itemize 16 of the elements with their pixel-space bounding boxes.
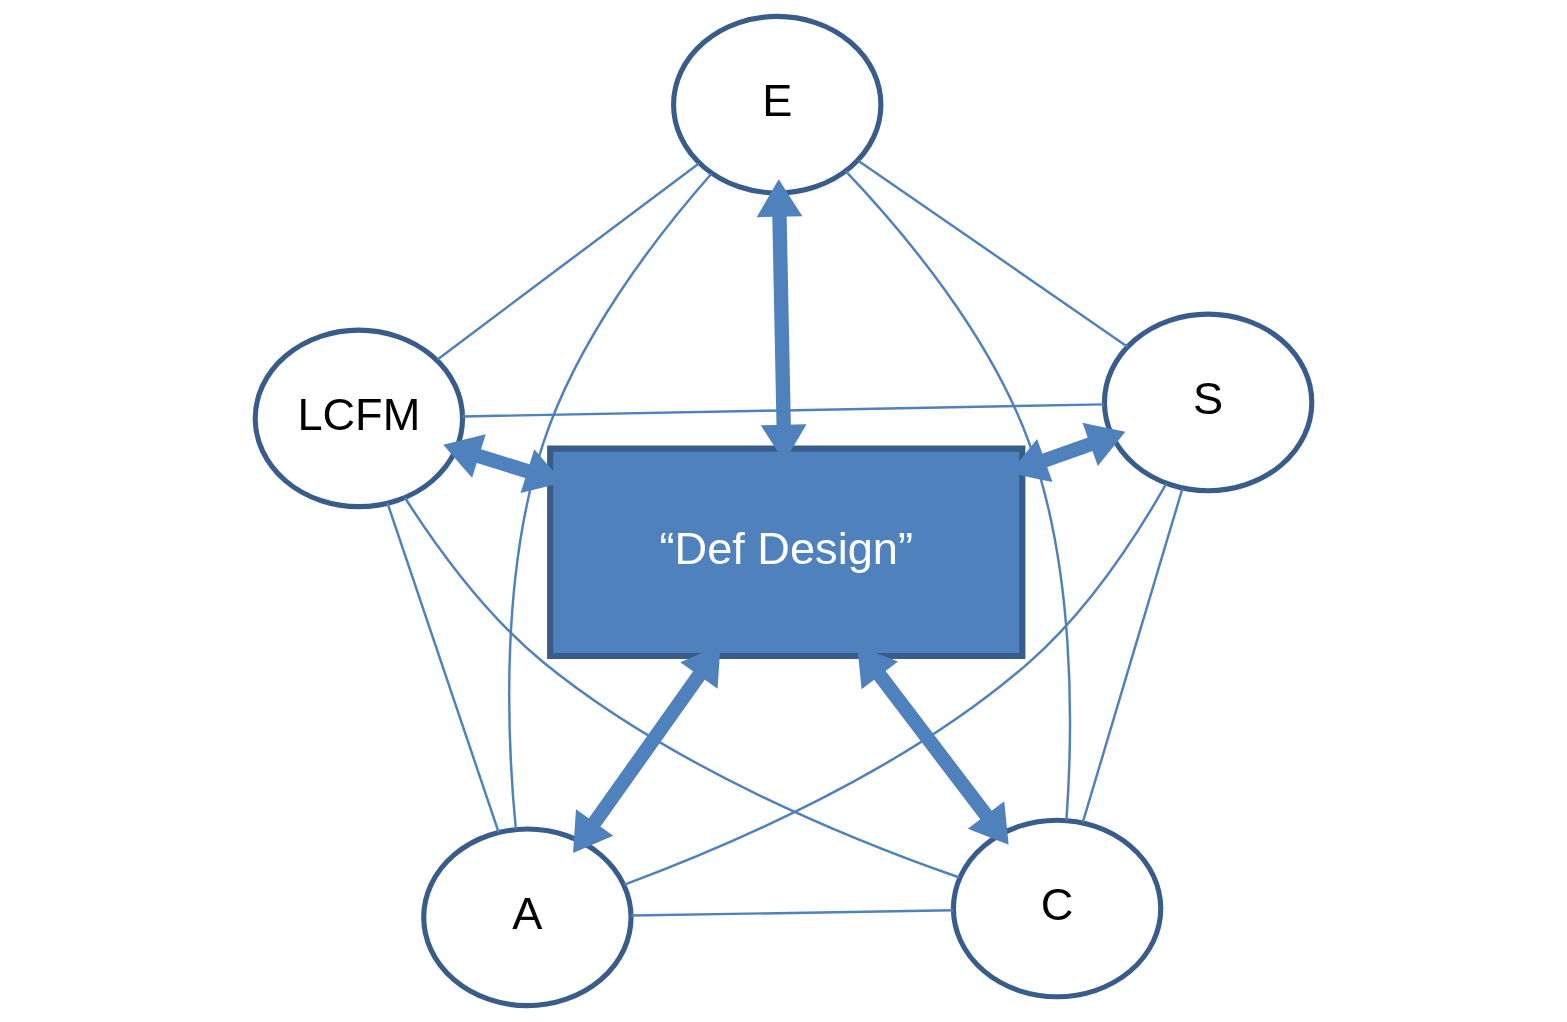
node-ellipse: E [671,13,884,196]
connector [436,162,700,361]
node-ellipse: A [421,826,634,1009]
connector [631,909,954,917]
node-ellipse: S [1101,311,1315,494]
connector [844,170,1072,821]
node-ellipse: LCFM [252,327,466,510]
connector [508,172,713,829]
connector [403,497,960,879]
connector [624,483,1168,886]
connector [857,159,1129,348]
connector [386,502,500,833]
connector [1081,488,1184,823]
node-ellipse: C [950,817,1164,1000]
node-box: “Def Design” [547,445,1026,660]
connector [462,403,1104,418]
